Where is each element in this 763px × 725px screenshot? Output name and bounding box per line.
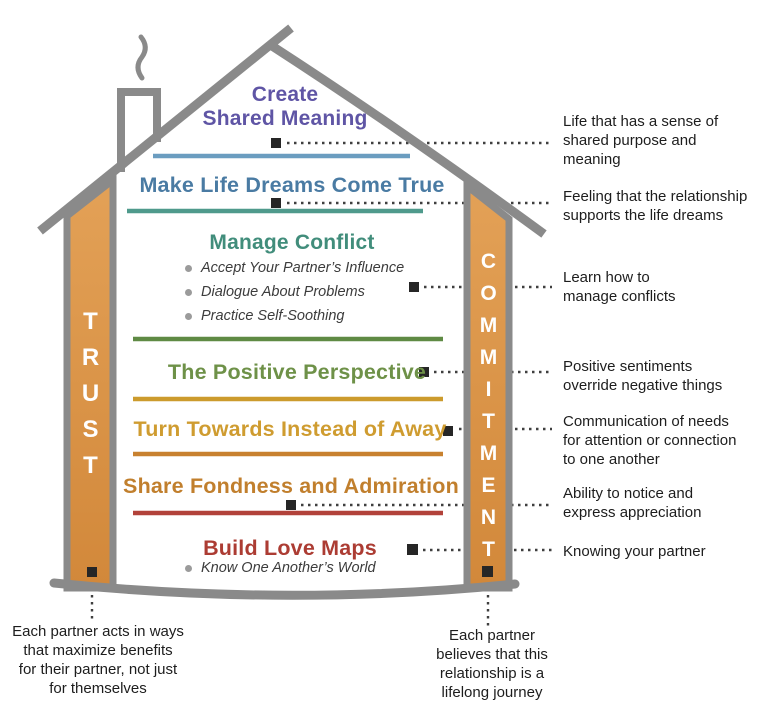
annotation-share-fondness: Ability to notice and express appreciati… xyxy=(563,485,702,521)
roof-right-edge xyxy=(266,40,547,238)
commitment-annotation: Each partner believes that this relation… xyxy=(436,627,548,701)
bullet-label: Know One Another’s World xyxy=(201,560,376,576)
commitment-pillar-label: COMMITMENT xyxy=(477,250,500,570)
connector-square-4 xyxy=(419,367,429,377)
bullet-label: Accept Your Partner’s Influence xyxy=(201,260,405,276)
connector-square-trust xyxy=(87,567,97,577)
bullet-label: Practice Self-Soothing xyxy=(201,308,345,324)
smoke-icon xyxy=(135,34,148,81)
connector-square-commitment xyxy=(482,566,493,577)
roof-left-edge xyxy=(37,24,294,235)
bullet-dot-icon xyxy=(185,264,192,272)
annotation-make-life-dreams: Feeling that the relationship supports t… xyxy=(563,188,748,224)
annotation-positive-perspective: Positive sentiments override negative th… xyxy=(563,358,723,394)
level-title-build-love-maps: Build Love Maps xyxy=(203,536,377,560)
bullet-label: Dialogue About Problems xyxy=(201,284,365,300)
bullet-dot-icon xyxy=(185,564,192,572)
bullet-dot-icon xyxy=(185,312,192,320)
bullet-item: Dialogue About Problems xyxy=(185,282,365,302)
bullet-dot-icon xyxy=(185,288,192,296)
bullet-item: Accept Your Partner’s Influence xyxy=(185,258,404,278)
annotation-build-love-maps: Knowing your partner xyxy=(563,543,706,560)
chimney xyxy=(117,88,161,172)
level-title-share-fondness: Share Fondness and Admiration xyxy=(123,474,459,498)
level-title-create-shared-meaning: Create Shared Meaning xyxy=(202,83,368,130)
bullet-item: Know One Another’s World xyxy=(185,558,376,578)
level-title-manage-conflict: Manage Conflict xyxy=(209,231,375,254)
annotation-turn-towards: Communication of needs for attention or … xyxy=(563,413,737,468)
connector-square-7 xyxy=(407,544,418,555)
level-title-positive-perspective: The Positive Perspective xyxy=(167,360,427,384)
trust-annotation: Each partner acts in ways that maximize … xyxy=(12,623,184,697)
bullet-item: Practice Self-Soothing xyxy=(185,306,344,326)
house-base-line xyxy=(49,578,520,600)
connector-square-6 xyxy=(286,500,296,510)
connector-square-5 xyxy=(443,426,453,436)
connector-square-2 xyxy=(271,198,281,208)
connector-square-1 xyxy=(271,138,281,148)
connector-square-3 xyxy=(409,282,419,292)
level-title-make-life-dreams: Make Life Dreams Come True xyxy=(139,173,445,197)
connector-squares xyxy=(87,138,493,577)
level-title-turn-towards: Turn Towards Instead of Away xyxy=(133,417,447,441)
annotation-create-shared-meaning: Life that has a sense of shared purpose … xyxy=(563,113,719,168)
annotation-manage-conflict: Learn how to manage conflicts xyxy=(563,269,676,305)
trust-pillar-label: TRUST xyxy=(77,308,104,488)
